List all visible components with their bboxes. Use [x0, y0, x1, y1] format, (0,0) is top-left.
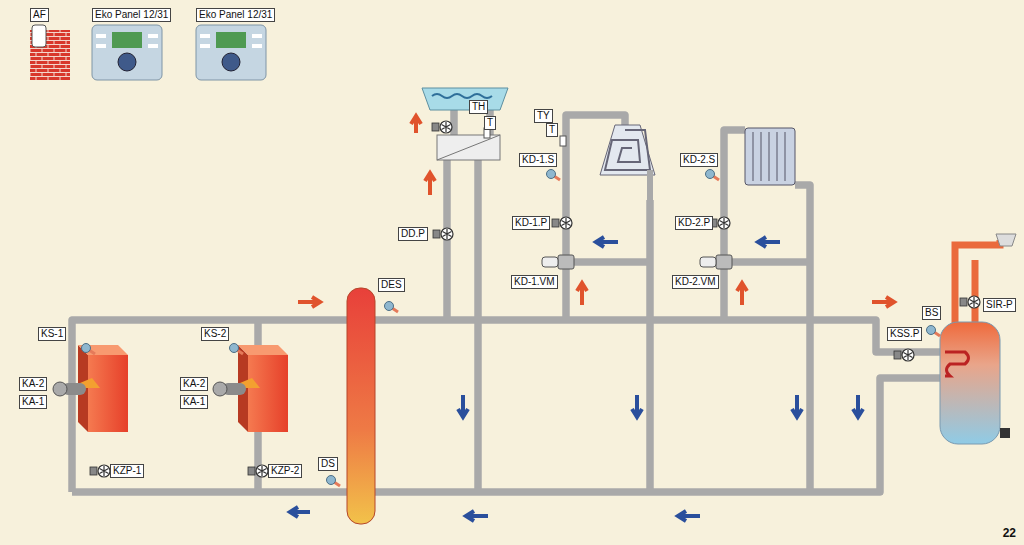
hot-water-tank	[940, 322, 1000, 444]
mixing-valve	[542, 255, 574, 269]
pump	[552, 217, 572, 229]
sensor	[327, 476, 341, 487]
flow-arrows	[290, 116, 894, 521]
tag-text: KD-1.S	[522, 154, 554, 165]
tag-label: KD-1.S	[519, 153, 557, 167]
pool	[422, 88, 508, 110]
tag-label: TY	[534, 109, 553, 123]
tag-text: KZP-1	[113, 465, 141, 476]
sensor	[230, 344, 244, 355]
boiler	[213, 345, 288, 432]
radiator	[745, 128, 795, 185]
heat-exchanger	[437, 135, 500, 160]
tag-text: TY	[537, 110, 550, 121]
tag-text: T	[549, 124, 555, 135]
pump	[960, 296, 980, 308]
tag-label: T	[546, 123, 558, 137]
tag-label: KD-2.S	[680, 153, 718, 167]
tag-label: TH	[469, 100, 488, 114]
boiler	[53, 345, 128, 432]
tag-label: Eko Panel 12/31	[92, 8, 171, 22]
pipes	[72, 110, 945, 492]
sensor	[927, 326, 941, 337]
tag-label: KD-1.P	[512, 216, 550, 230]
pump	[894, 349, 914, 361]
sensor	[385, 302, 399, 313]
tag-label: KS-1	[38, 327, 66, 341]
tag-text: KD-2.P	[678, 217, 710, 228]
tag-label: AF	[30, 8, 49, 22]
sensor	[82, 344, 96, 355]
buffer-tank	[347, 288, 375, 524]
tag-text: KD-2.S	[683, 154, 715, 165]
sensor	[706, 170, 720, 181]
tag-text: KSS.P	[890, 328, 919, 339]
tag-text: KA-1	[183, 396, 205, 407]
tag-text: AF	[33, 9, 46, 20]
tag-label: DD.P	[398, 227, 428, 241]
tag-text: KD-1.P	[515, 217, 547, 228]
tag-label: DES	[378, 278, 405, 292]
shower-head	[996, 234, 1016, 246]
tag-label: Eko Panel 12/31	[196, 8, 275, 22]
tag-text: KD-1.VM	[514, 276, 555, 287]
tag-label: KS-2	[201, 327, 229, 341]
tag-text: BS	[925, 307, 938, 318]
tag-label: KD-2.VM	[672, 275, 719, 289]
hot-water-pipe	[955, 240, 1000, 325]
tag-label: KA-2	[180, 377, 208, 391]
tag-text: DES	[381, 279, 402, 290]
sensor	[547, 170, 561, 181]
outdoor-sensor	[32, 25, 46, 47]
tag-label: DS	[318, 457, 338, 471]
tag-label: KA-2	[19, 377, 47, 391]
tag-text: KA-1	[22, 396, 44, 407]
tag-label: KD-2.P	[675, 216, 713, 230]
control-panel	[196, 25, 266, 80]
tag-text: TH	[472, 101, 485, 112]
tag-text: SIR-P	[986, 299, 1013, 310]
floor-heating	[600, 125, 655, 175]
tag-label: SIR-P	[983, 298, 1016, 312]
tag-label: KD-1.VM	[511, 275, 558, 289]
tag-text: Eko Panel 12/31	[199, 9, 272, 20]
tag-label: KA-1	[19, 395, 47, 409]
tag-text: KA-2	[22, 378, 44, 389]
mixing-valve	[700, 255, 732, 269]
tag-label: KZP-2	[268, 464, 302, 478]
tag-label: T	[484, 116, 496, 130]
control-panel	[92, 25, 162, 80]
pump	[90, 465, 110, 477]
tag-text: KS-1	[41, 328, 63, 339]
page-number: 22	[1003, 526, 1016, 540]
tag-text: Eko Panel 12/31	[95, 9, 168, 20]
tag-label: KZP-1	[110, 464, 144, 478]
pump	[248, 465, 268, 477]
tag-text: T	[487, 117, 493, 128]
tag-text: KD-2.VM	[675, 276, 716, 287]
tag-label: KA-1	[180, 395, 208, 409]
tag-text: KS-2	[204, 328, 226, 339]
pump	[432, 121, 452, 133]
tag-label: BS	[922, 306, 941, 320]
tag-label: KSS.P	[887, 327, 922, 341]
tag-text: DD.P	[401, 228, 425, 239]
tag-text: KA-2	[183, 378, 205, 389]
tag-text: DS	[321, 458, 335, 469]
pump	[433, 228, 453, 240]
tag-text: KZP-2	[271, 465, 299, 476]
